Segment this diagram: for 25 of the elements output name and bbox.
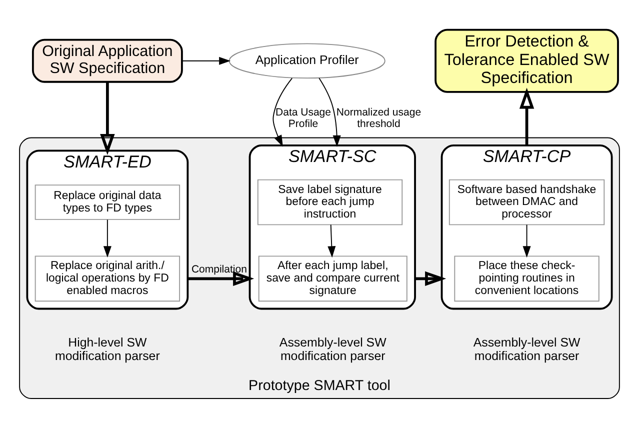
node-label: High-level SW modification parser: [55, 334, 160, 362]
arrow: [522, 224, 531, 258]
arrow: [415, 270, 446, 286]
edge-label: Compilation: [191, 263, 247, 276]
node-box: Place these check-pointing routines in convenient locations: [454, 255, 600, 302]
arrow: [103, 218, 112, 258]
arrow: [100, 82, 115, 154]
node-box: After each jump label, save and compare current signature: [258, 255, 408, 302]
edge-label: Normalized usage threshold: [336, 106, 422, 130]
node-label: Assembly-level SW modification parser: [279, 334, 386, 362]
node-box: Replace original data types to FD types: [34, 184, 180, 220]
arrow: [188, 270, 254, 286]
arrow: [272, 77, 293, 146]
node-label: Assembly-level SW modification parser: [473, 334, 580, 362]
edge-label: Data Usage Profile: [276, 106, 331, 130]
node-box: Original Application SW Specification: [32, 38, 183, 82]
arrow: [182, 56, 231, 64]
node-box: Save label signature before each jump instruction: [257, 178, 403, 225]
node-box: Error Detection & Tolerance Enabled SW Specification: [434, 28, 619, 92]
node-box: Software based handshake between DMAC and processor: [448, 178, 605, 225]
node-ellipse: Application Profiler: [228, 42, 386, 78]
arrow: [519, 87, 534, 145]
arrow: [318, 77, 341, 146]
arrow: [328, 224, 336, 258]
node-box: Replace original arith./ logical operations by FD enabled macros: [34, 255, 180, 302]
